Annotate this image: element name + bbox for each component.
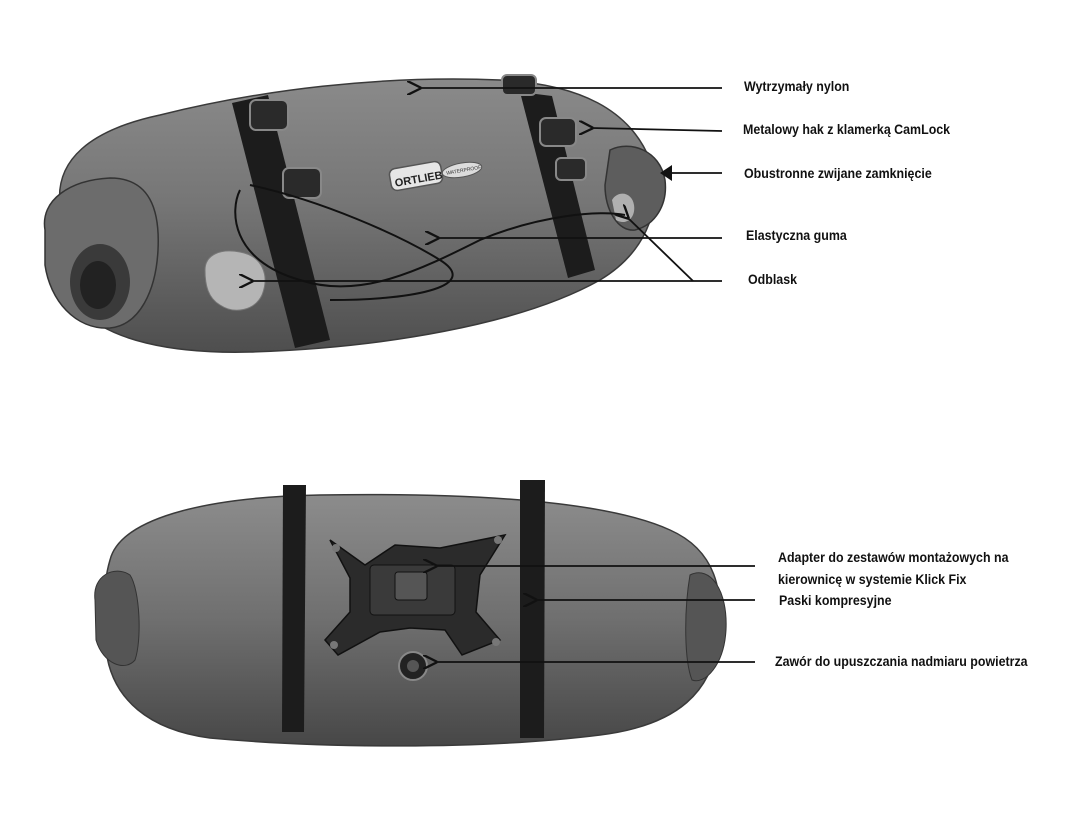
camlock-buckle-1 bbox=[249, 99, 289, 131]
strap-right bbox=[520, 92, 595, 278]
camlock-buckle-4 bbox=[539, 117, 577, 147]
leader-reflector-b bbox=[628, 218, 694, 282]
bag-bottom-view bbox=[94, 480, 727, 747]
label-adapter: Adapter do zestawów montażowych na kiero… bbox=[778, 547, 1009, 591]
compression-strap-left bbox=[282, 485, 306, 732]
reflector-left bbox=[204, 250, 266, 311]
leader-roll-head bbox=[660, 165, 672, 181]
label-straps: Paski kompresyjne bbox=[779, 593, 892, 608]
label-hook: Metalowy hak z klamerką CamLock bbox=[743, 122, 951, 137]
right-roll-closure bbox=[604, 145, 667, 231]
leader-lines bbox=[252, 88, 755, 662]
ortlieb-logo: ORTLIEB WATERPROOF bbox=[388, 160, 483, 192]
label-elastic: Elastyczna guma bbox=[746, 228, 847, 243]
label-reflector: Odblask bbox=[748, 272, 798, 287]
right-roll-bottom bbox=[685, 572, 727, 682]
strap-left bbox=[232, 95, 330, 348]
elastic-cord bbox=[234, 189, 626, 288]
label-adapter-line2: kierownicę w systemie Klick Fix bbox=[778, 572, 967, 587]
camlock-buckle-2 bbox=[282, 167, 322, 199]
label-roll-closure: Obustronne zwijane zamknięcie bbox=[744, 166, 932, 181]
label-adapter-line1: Adapter do zestawów montażowych na bbox=[778, 550, 1009, 565]
left-roll-bottom bbox=[94, 570, 140, 666]
compression-strap-right bbox=[520, 480, 545, 738]
label-valve: Zawór do upuszczania nadmiaru powietrza bbox=[775, 654, 1028, 669]
label-nylon: Wytrzymały nylon bbox=[744, 79, 850, 94]
bag-top-view: ORTLIEB WATERPROOF bbox=[43, 74, 667, 353]
camlock-buckle-3 bbox=[501, 74, 537, 96]
air-valve bbox=[398, 651, 428, 681]
leader-hook bbox=[592, 128, 723, 131]
